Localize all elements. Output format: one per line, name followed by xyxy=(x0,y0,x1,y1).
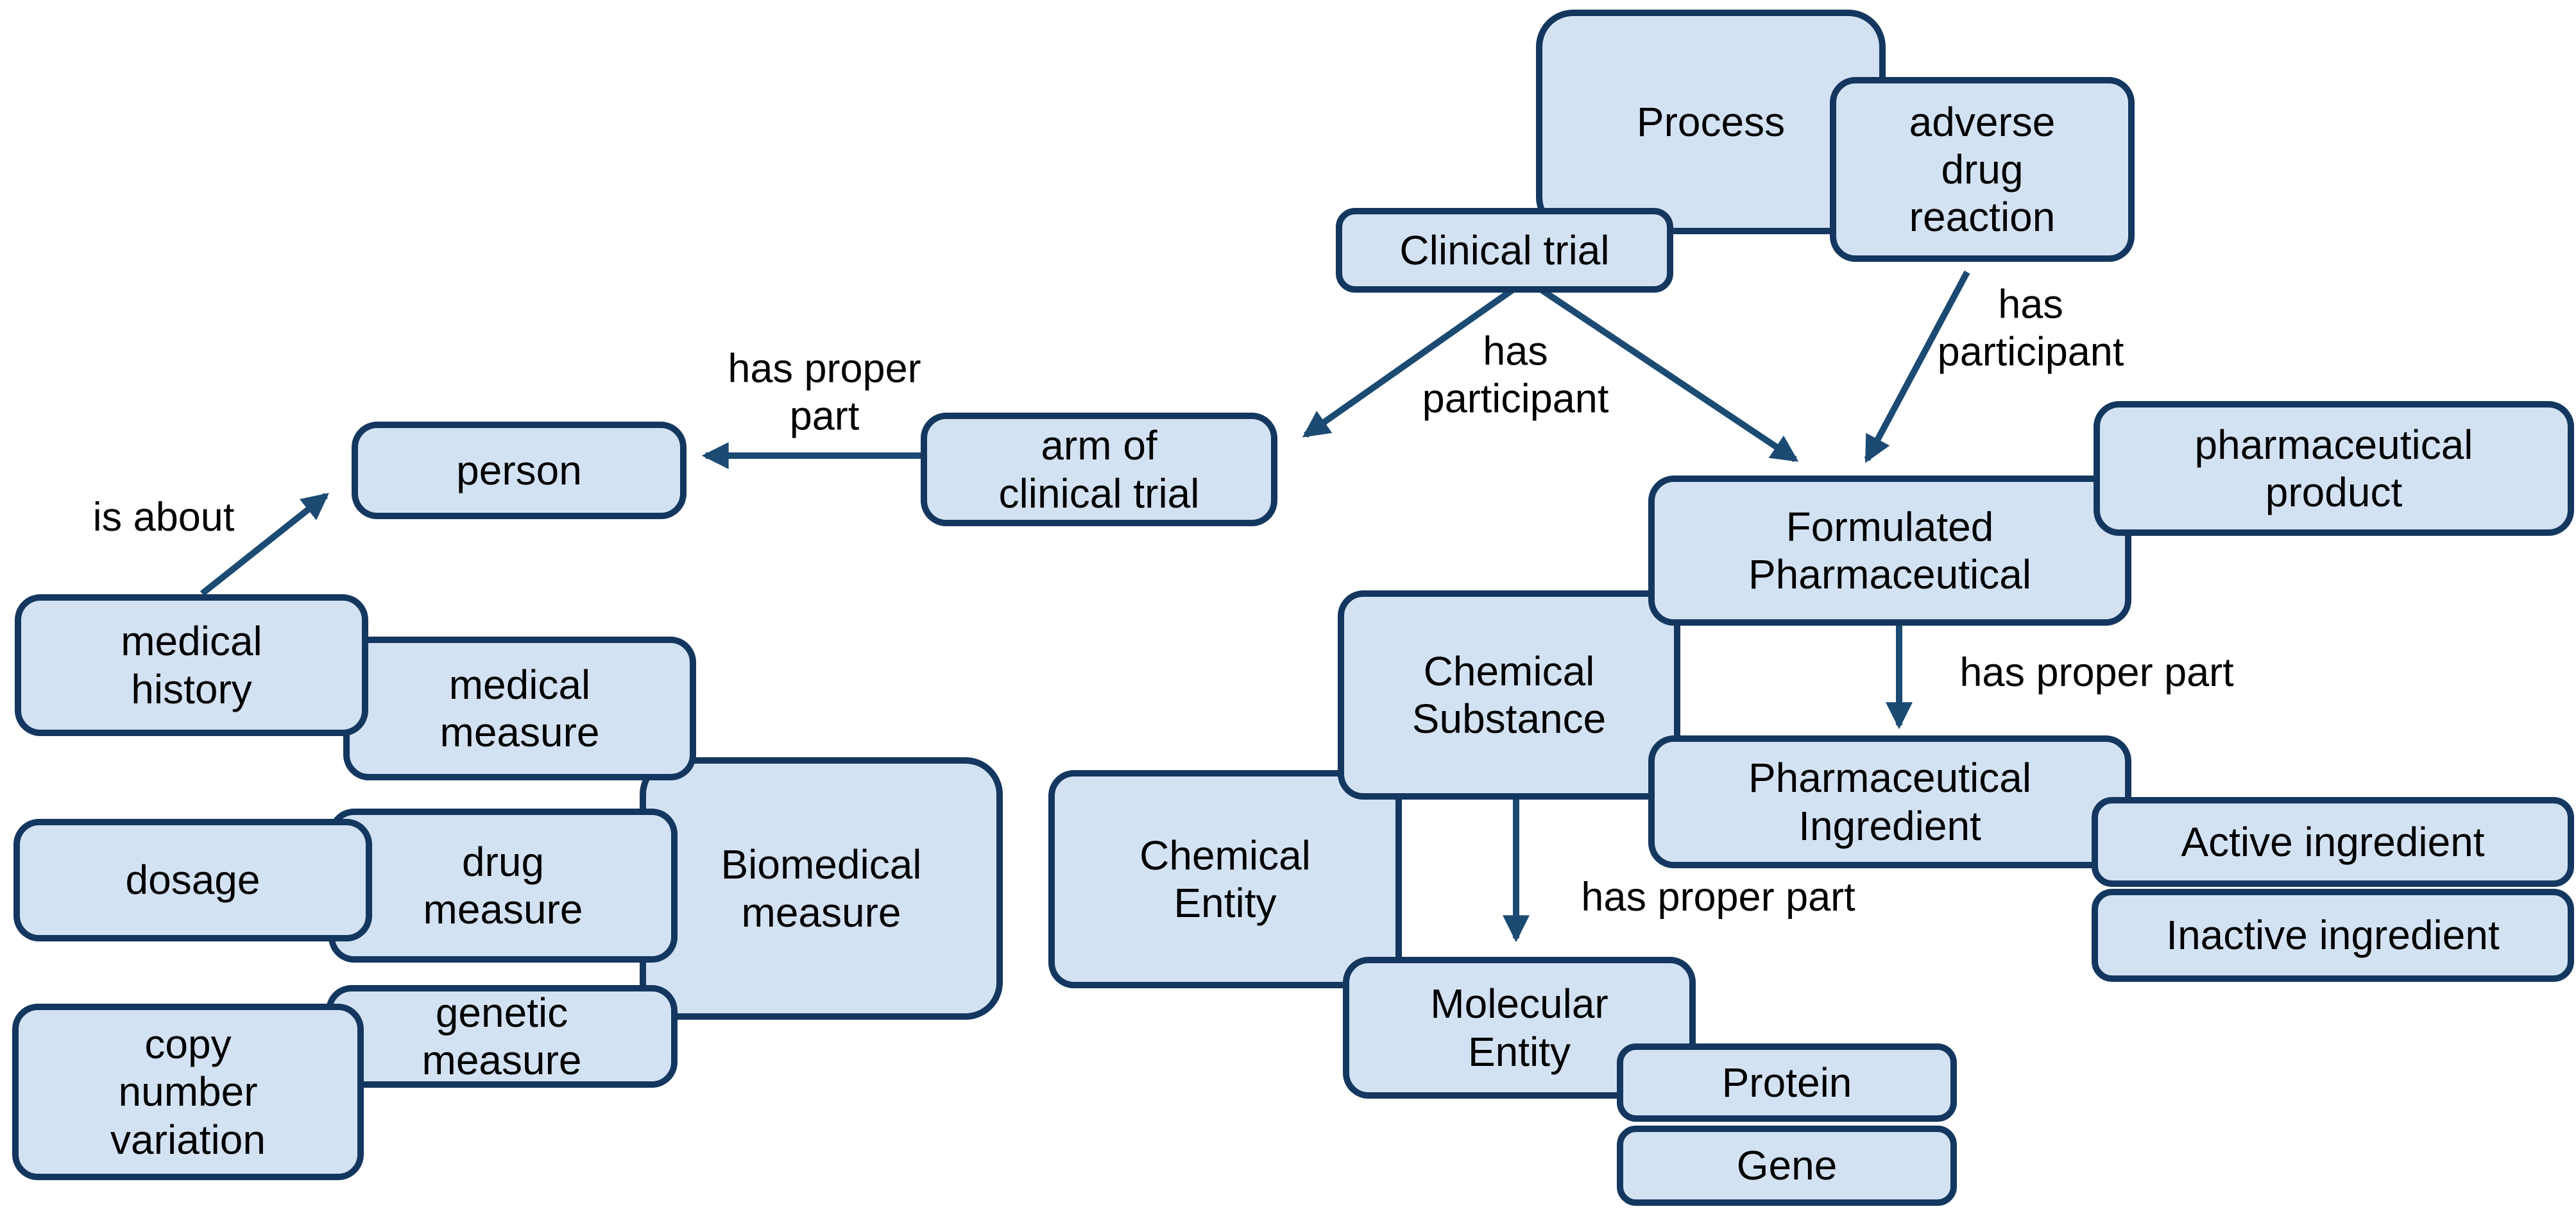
edge-label-has-participant-left: has participant xyxy=(1422,329,1609,422)
edge-label-is-about: is about xyxy=(92,494,235,540)
node-formulated-pharmaceutical: Formulated Pharmaceutical xyxy=(1648,476,2131,626)
node-protein: Protein xyxy=(1617,1043,1957,1122)
node-person: person xyxy=(352,422,687,519)
edge-medical-history-to-person xyxy=(200,493,329,596)
node-molecular-entity: Molecular Entity xyxy=(1343,957,1696,1099)
node-biomedical-measure: Biomedical measure xyxy=(640,757,1003,1020)
node-arm-of-clinical-trial: arm of clinical trial xyxy=(921,413,1277,526)
edge-label-has-participant-right: has participant xyxy=(1937,282,2124,375)
node-medical-measure: medical measure xyxy=(343,637,696,780)
edge-label-has-proper-part-molecular: has proper part xyxy=(1581,874,1855,920)
edge-label-has-proper-part-ingredient: has proper part xyxy=(1959,649,2234,695)
node-adverse-drug-reaction: adverse drug reaction xyxy=(1830,77,2135,262)
node-drug-measure: drug measure xyxy=(328,809,678,963)
node-copy-number-variation: copy number variation xyxy=(12,1004,364,1180)
node-active-ingredient: Active ingredient xyxy=(2092,797,2574,887)
node-gene: Gene xyxy=(1617,1126,1957,1206)
node-pharmaceutical-ingredient: Pharmaceutical Ingredient xyxy=(1648,735,2131,868)
node-inactive-ingredient: Inactive ingredient xyxy=(2092,889,2574,982)
node-genetic-measure: genetic measure xyxy=(326,985,678,1088)
node-dosage: dosage xyxy=(13,819,372,941)
node-medical-history: medical history xyxy=(15,594,368,736)
node-chemical-substance: Chemical Substance xyxy=(1338,590,1680,800)
node-pharmaceutical-product: pharmaceutical product xyxy=(2094,401,2574,536)
node-clinical-trial: Clinical trial xyxy=(1336,208,1673,293)
node-process: Process xyxy=(1536,10,1886,234)
edge-clinical-trial-to-arm-of-clinical-trial xyxy=(1302,286,1516,438)
edge-clinical-trial-to-formulated-pharmaceutical xyxy=(1538,286,1799,463)
edge-adverse-drug-reaction-to-formulated-pharmaceutical xyxy=(1864,270,1970,463)
edge-label-has-proper-part-person: has proper part xyxy=(728,346,921,439)
node-chemical-entity: Chemical Entity xyxy=(1048,770,1402,988)
